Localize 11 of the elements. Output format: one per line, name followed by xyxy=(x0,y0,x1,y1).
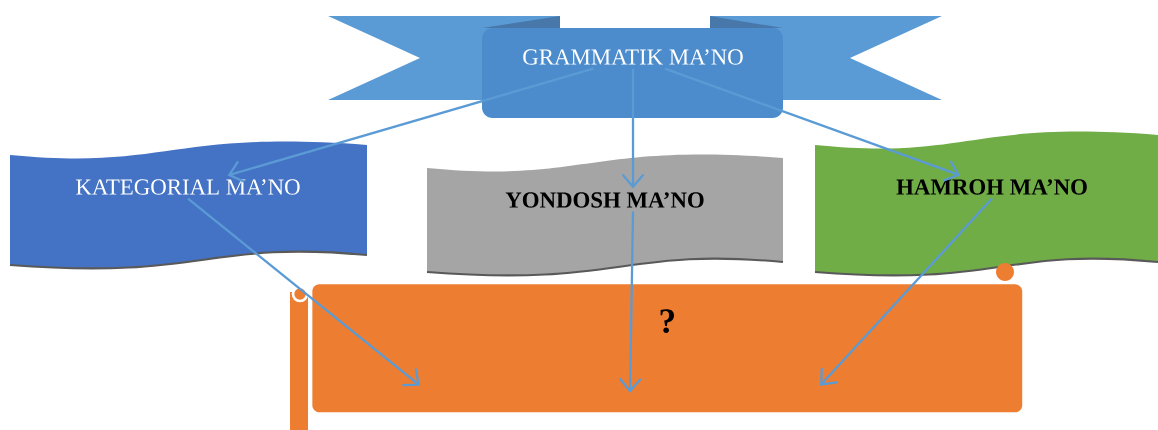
ribbon-banner: GRAMMATIK MA’NO xyxy=(328,16,942,118)
wavy-banner: KATEGORIAL MA’NO xyxy=(9,141,368,270)
wavy-banner: YONDOSH MA’NO xyxy=(426,154,784,277)
arrow xyxy=(621,68,645,189)
arrow xyxy=(227,67,594,183)
wavy-banner: HAMROH MA’NO xyxy=(814,131,1158,277)
arrow xyxy=(820,197,993,386)
arrow xyxy=(664,67,961,182)
arrow xyxy=(187,197,420,387)
scroll-banner: ? xyxy=(290,263,1023,430)
arrow xyxy=(618,211,642,393)
